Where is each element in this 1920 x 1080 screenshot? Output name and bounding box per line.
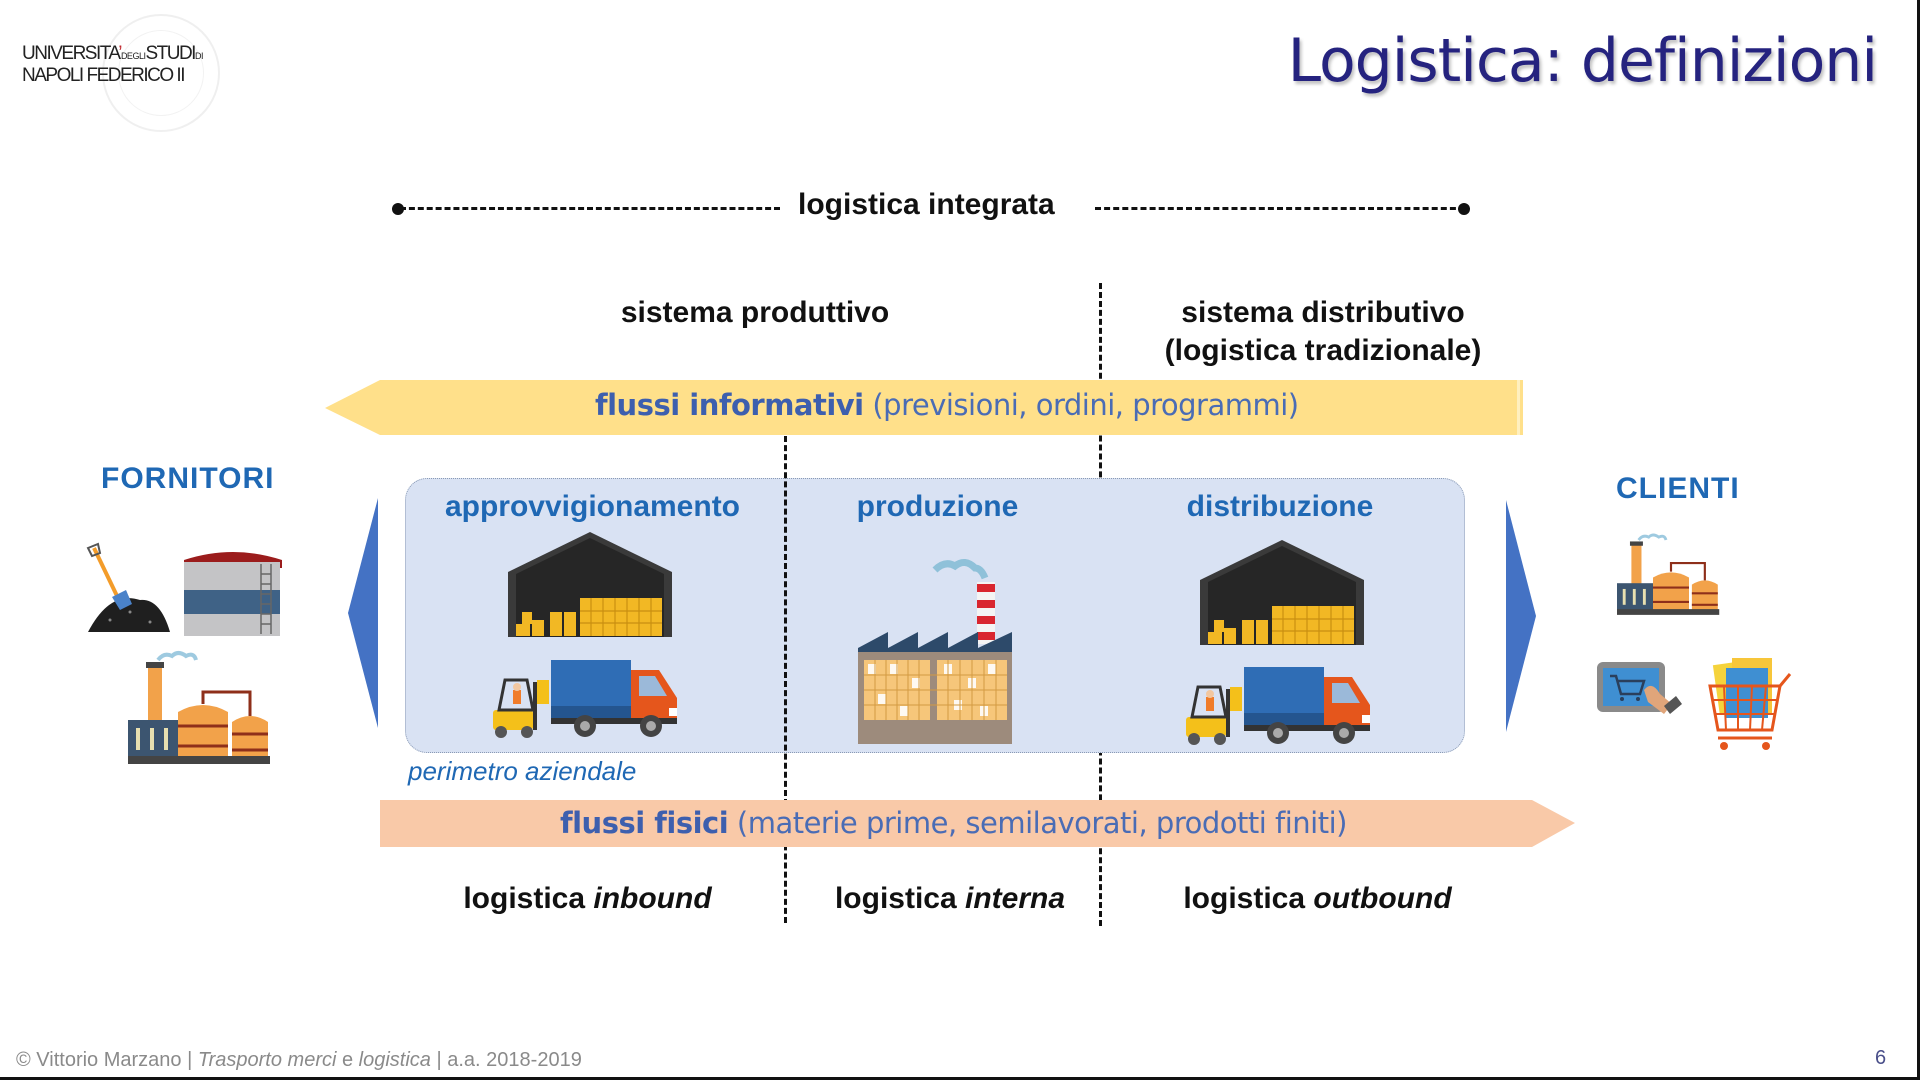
tablet-shopping-cart-icon (1597, 662, 1682, 714)
footer-course-part1: Trasporto merci (197, 1049, 337, 1071)
segment-label-supply: approvvigionamento (444, 490, 741, 523)
distributive-system-line2: (logistica tradizionale) (1164, 334, 1482, 367)
info-flow-arrow-shape (325, 380, 1523, 435)
divider-supply-production (784, 436, 787, 923)
info-flow-label: flussi informativi (previsioni, ordini, … (595, 388, 1299, 422)
logo-text-napoli: NAPOLI FEDERICO II (22, 65, 185, 86)
university-seal-watermark (102, 14, 220, 132)
integrated-span-right-dash (1095, 207, 1465, 210)
logo-text-degli: DEGLI (120, 51, 146, 61)
outbound-logistics-plain: logistica (1183, 882, 1306, 915)
segment-label-distribution: distribuzione (1186, 490, 1374, 523)
footer-course-part2: logistica (358, 1049, 431, 1071)
integrated-logistics-label: logistica integrata (798, 188, 1055, 221)
suppliers-label: FORNITORI (101, 462, 275, 495)
distributive-system-header: sistema distributivo (logistica tradizio… (1123, 294, 1523, 370)
logo-text-di: DI (194, 51, 204, 61)
company-perimeter-label: perimetro aziendale (408, 756, 637, 786)
slide-title: Logistica: definizioni (1287, 26, 1878, 96)
left-flow-triangle (348, 498, 378, 728)
logo-text-studi: STUDI (145, 43, 196, 64)
physical-flow-label: flussi fisici (materie prime, semilavora… (560, 806, 1347, 840)
info-flow-label-detail: (previsioni, ordini, programmi) (872, 388, 1299, 422)
logo-accent-mark: ’ (118, 43, 122, 64)
factory-icon (858, 559, 1012, 744)
inbound-logistics-italic: inbound (593, 882, 712, 915)
integrated-span-left-dash (400, 207, 780, 210)
internal-logistics-plain: logistica (834, 882, 957, 915)
distributive-system-line1: sistema distributivo (1181, 296, 1465, 329)
page-number: 6 (1875, 1047, 1887, 1069)
info-flow-arrow-edge (1517, 380, 1520, 435)
logo-text-universita: UNIVERSITA (22, 43, 120, 64)
footer-author: © Vittorio Marzano | (16, 1049, 193, 1071)
inbound-logistics-label: logistica inbound (430, 882, 745, 916)
shopping-cart-bags-icon (1708, 658, 1792, 750)
info-flow-label-bold: flussi informativi (595, 388, 864, 422)
integrated-span-end-dot (1458, 203, 1470, 215)
internal-logistics-italic: interna (965, 882, 1066, 915)
shovel-coal-icon (86, 542, 170, 632)
footer-credits: © Vittorio Marzano | Trasporto merci e l… (16, 1049, 582, 1072)
physical-flow-arrow-shape (380, 800, 1575, 847)
internal-logistics-label: logistica interna (800, 882, 1100, 916)
right-flow-triangle (1506, 500, 1536, 732)
segment-label-production: produzione (856, 490, 1019, 523)
productive-system-header: sistema produttivo (620, 296, 890, 329)
university-logo: UNIVERSITA’DEGLISTUDIDI NAPOLI FEDERICO … (22, 44, 203, 86)
customers-label: CLIENTI (1616, 472, 1740, 505)
physical-flow-label-detail: (materie prime, semilavorati, prodotti f… (736, 806, 1348, 840)
integrated-span-start-dot (392, 203, 404, 215)
outbound-logistics-label: logistica outbound (1150, 882, 1485, 916)
footer-course-conjunction: e (341, 1049, 354, 1071)
storage-tank-icon (184, 552, 282, 636)
inbound-logistics-plain: logistica (463, 882, 586, 915)
footer-academic-year: | a.a. 2018-2019 (436, 1049, 582, 1071)
outbound-logistics-italic: outbound (1313, 882, 1452, 915)
physical-flow-label-bold: flussi fisici (560, 806, 729, 840)
